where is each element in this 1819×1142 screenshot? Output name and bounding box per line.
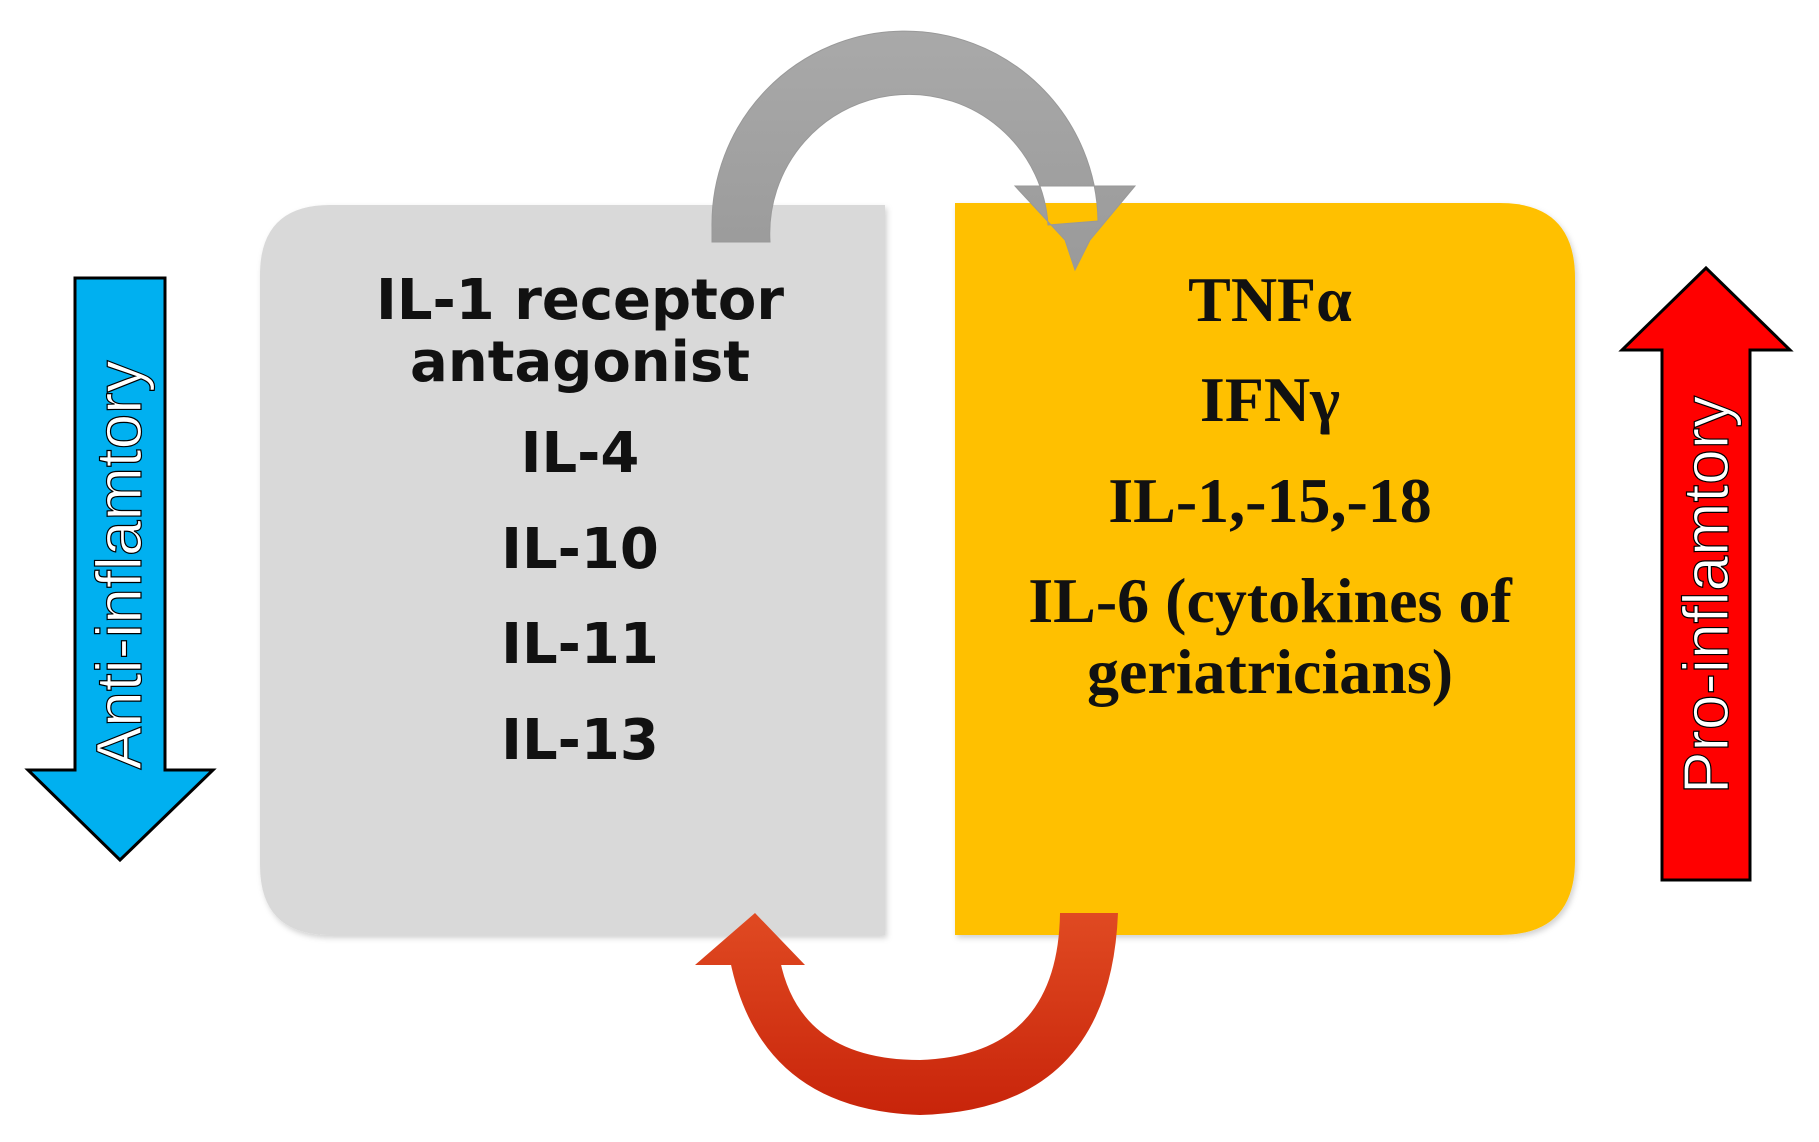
cytokine-item: IL-1,-15,-18 [1108,464,1432,536]
cytokine-item: IL-11 [501,612,659,678]
cytokine-item: IFNγ [1199,364,1341,436]
cytokine-item: IL-10 [501,516,659,582]
cytokine-item: IL-6 (cytokines of geriatricians) [1028,565,1512,707]
cytokine-item: IL-4 [520,421,640,487]
anti-inflammatory-panel [260,205,885,935]
pro-inflammatory-panel [955,203,1575,935]
top-cycle-arrow [711,30,1137,272]
pro-inflammatory-label: Pro-inflamtory [1670,396,1742,794]
anti-inflammatory-label: Anti-inflamtory [83,361,155,770]
anti-inflammatory-cytokine-list: IL-1 receptor antagonist IL-4 IL-10 IL-1… [300,270,860,806]
cytokine-item: TNFα [1188,264,1352,335]
pro-inflammatory-arrow [1618,265,1794,882]
cytokine-item: IL-13 [501,707,659,773]
bottom-cycle-arrow [695,913,1118,1115]
anti-inflammatory-arrow [24,276,217,863]
cytokine-item: IL-1 receptor antagonist [376,268,784,395]
pro-inflammatory-cytokine-list: TNFα IFNγ IL-1,-15,-18 IL-6 (cytokines o… [960,264,1580,737]
